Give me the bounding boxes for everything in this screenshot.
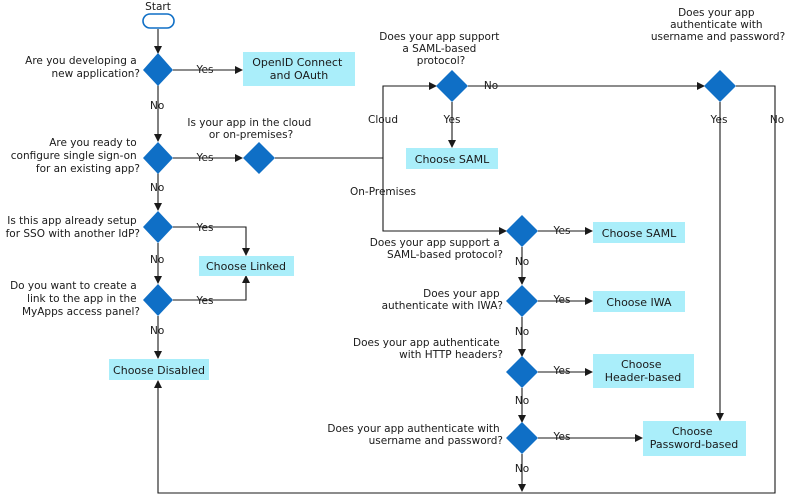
label-onprem-pw-no: No <box>515 463 529 475</box>
label-onprem-pw-yes: Yes <box>553 431 571 443</box>
decision-onprem-headers <box>506 356 538 388</box>
decisions <box>143 53 736 454</box>
decision-myapps-link <box>143 284 173 316</box>
question-cloud-password: Does your app authenticate with username… <box>651 7 785 43</box>
label-cloud-saml-yes: Yes <box>443 114 461 126</box>
label-cloud-saml-no: No <box>484 80 498 92</box>
start-node: Start <box>142 1 175 29</box>
decision-other-idp <box>143 211 173 243</box>
decision-cloud-or-onprem <box>243 142 275 174</box>
choice-header-based-text: Choose Header-based <box>605 358 682 384</box>
question-other-idp: Is this app already setup for SSO with a… <box>6 215 140 240</box>
edge-q4-yes <box>173 275 250 301</box>
choice-disabled: Choose Disabled <box>109 359 209 380</box>
choice-saml-cloud: Choose SAML <box>406 148 498 169</box>
question-cloud-saml: Does your app support a SAML-based proto… <box>379 31 502 67</box>
question-myapps-link: Do you want to create a link to the app … <box>10 280 140 318</box>
label-iwa-no: No <box>515 326 529 338</box>
start-terminal <box>142 13 175 29</box>
choice-password-based-text: Choose Password-based <box>650 425 739 451</box>
choice-password-based: Choose Password-based <box>643 421 746 456</box>
label-iwa-yes: Yes <box>553 294 571 306</box>
decision-configure-sso <box>143 142 173 174</box>
question-onprem-headers: Does your app authenticate with HTTP hea… <box>353 337 503 361</box>
choice-saml-cloud-text: Choose SAML <box>415 153 490 166</box>
label-q3-yes: Yes <box>196 222 214 234</box>
label-q2-no: No <box>150 182 164 194</box>
edges <box>154 29 776 494</box>
label-onprem-saml-yes: Yes <box>553 225 571 237</box>
start-label: Start <box>145 1 171 13</box>
choice-disabled-text: Choose Disabled <box>113 364 205 377</box>
label-q2-yes: Yes <box>196 152 214 164</box>
choice-saml-onprem: Choose SAML <box>593 222 685 243</box>
label-q1-no: No <box>150 100 164 112</box>
edge-cloud-pw-no <box>154 85 776 494</box>
choice-iwa-text: Choose IWA <box>606 296 672 309</box>
choice-openid-oauth-text: OpenID Connect and OAuth <box>252 56 346 82</box>
decision-onprem-password <box>506 422 538 454</box>
question-onprem-saml: Does your app support a SAML-based proto… <box>370 237 503 261</box>
question-cloud-or-onprem: Is your app in the cloud or on-premises? <box>187 117 314 141</box>
question-new-app: Are you developing a new application? <box>25 55 140 80</box>
question-texts: Are you developing a new application? Ar… <box>6 7 786 447</box>
decision-cloud-saml <box>436 70 468 102</box>
decision-new-app <box>143 53 173 86</box>
decision-onprem-saml <box>506 215 538 247</box>
question-configure-sso: Are you ready to configure single sign-o… <box>11 137 140 175</box>
label-q4-no: No <box>150 325 164 337</box>
label-cloud: Cloud <box>368 114 398 126</box>
label-on-premises: On-Premises <box>350 186 416 198</box>
choice-openid-oauth: OpenID Connect and OAuth <box>243 52 355 86</box>
choice-header-based: Choose Header-based <box>593 354 694 388</box>
label-q4-yes: Yes <box>196 295 214 307</box>
label-q1-yes: Yes <box>196 64 214 76</box>
edge-q3-yes <box>173 226 250 256</box>
label-q3-no: No <box>150 254 164 266</box>
question-onprem-password: Does your app authenticate with username… <box>327 423 503 447</box>
choice-saml-onprem-text: Choose SAML <box>602 227 677 240</box>
choices: OpenID Connect and OAuth Choose Linked C… <box>109 52 746 456</box>
choice-linked: Choose Linked <box>199 256 294 276</box>
choice-linked-text: Choose Linked <box>206 260 286 273</box>
label-headers-yes: Yes <box>553 365 571 377</box>
edge-cloud-branch <box>382 82 437 158</box>
question-onprem-iwa: Does your app authenticate with IWA? <box>382 288 503 312</box>
label-headers-no: No <box>515 395 529 407</box>
label-cloud-pw-yes: Yes <box>710 114 728 126</box>
choice-iwa: Choose IWA <box>593 291 685 312</box>
decision-onprem-iwa <box>506 285 538 317</box>
label-onprem-saml-no: No <box>515 256 529 268</box>
edge-labels: Yes No Yes No Yes No Yes No Cloud On-Pre… <box>150 64 784 475</box>
label-cloud-pw-no: No <box>770 114 784 126</box>
decision-cloud-password <box>704 70 736 102</box>
edge-onprem-branch <box>382 158 507 235</box>
